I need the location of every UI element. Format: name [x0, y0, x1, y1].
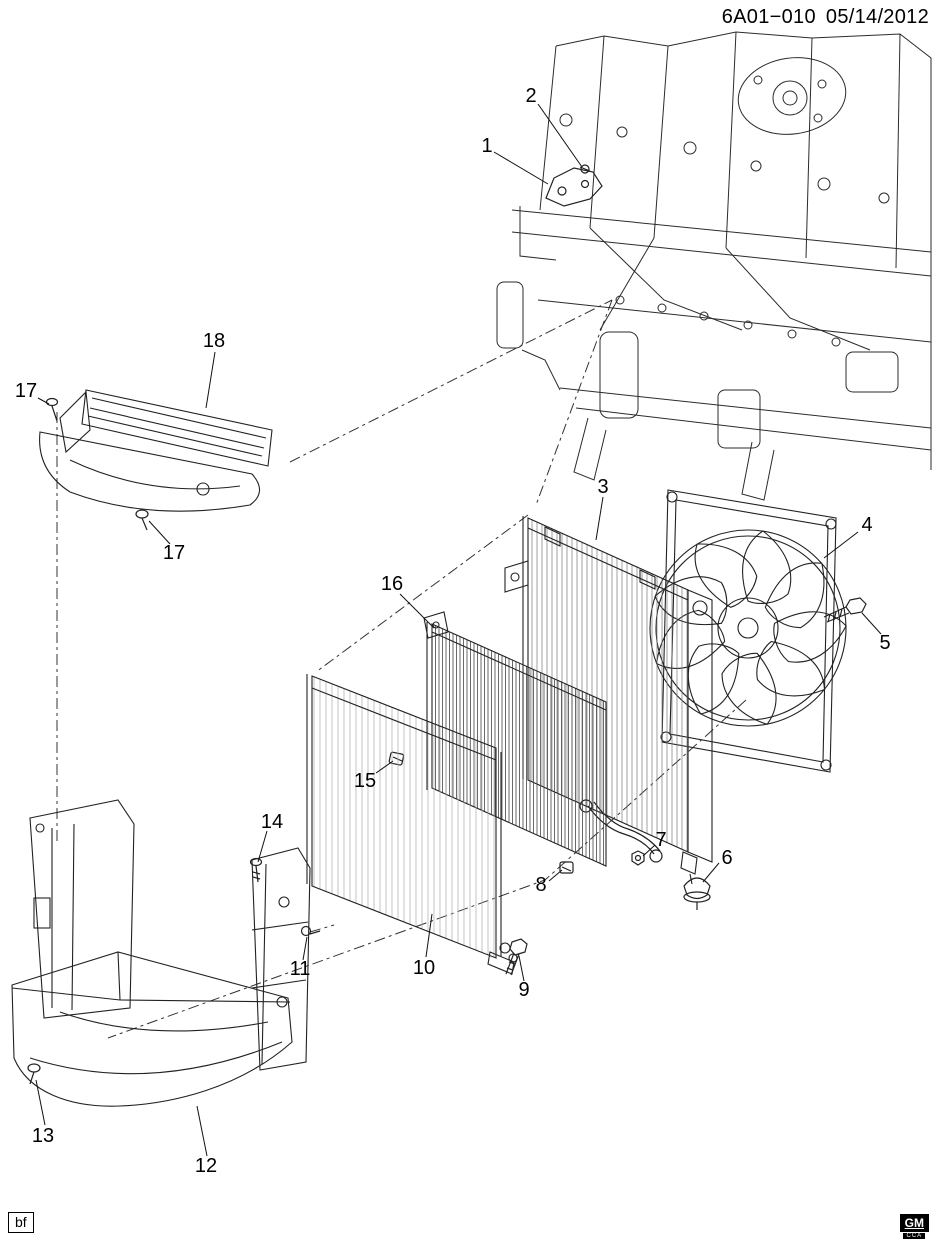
doc-header: 6A01−010 05/14/2012 [722, 6, 929, 29]
left-air-baffle [29, 799, 135, 1019]
callout-17: 17 [14, 380, 38, 402]
screw-part-14 [249, 857, 263, 883]
callout-10: 10 [412, 957, 436, 979]
screw-part-17-upper [45, 397, 59, 422]
callout-14: 14 [260, 811, 284, 833]
callout-11: 11 [289, 958, 311, 980]
callout-18: 18 [202, 330, 226, 352]
page-tag: bf [8, 1212, 34, 1233]
upper-baffle-part-18 [39, 389, 273, 512]
callout-3: 3 [597, 476, 609, 498]
callout-9: 9 [518, 979, 530, 1001]
condenser-part-10 [306, 674, 518, 975]
gm-logo: GM CCA [899, 1214, 929, 1239]
callout-12: 12 [194, 1155, 218, 1177]
callout-13: 13 [31, 1125, 55, 1147]
bolt-part-5 [823, 597, 867, 623]
callout-7: 7 [655, 829, 667, 851]
gm-logo-subtext: CCA [903, 1233, 926, 1239]
callout-8: 8 [535, 874, 547, 896]
nut-part-7 [631, 850, 645, 866]
callout-1: 1 [481, 135, 493, 157]
doc-date: 05/14/2012 [825, 6, 929, 28]
pushpin-part-13 [27, 1063, 41, 1085]
callout-15: 15 [353, 770, 377, 792]
pushpin-part-17-lower [135, 509, 149, 531]
lower-deflector-part-12 [11, 951, 293, 1107]
bracket-part-1-2 [545, 164, 603, 207]
callout-5: 5 [879, 632, 891, 654]
center-baffle-bracket [251, 847, 311, 1071]
doc-code: 6A01−010 [721, 6, 816, 28]
callout-17: 17 [162, 542, 186, 564]
grommet-part-6 [683, 877, 711, 910]
callout-16: 16 [380, 573, 404, 595]
pin-part-11 [300, 925, 321, 937]
clip-part-8 [559, 861, 574, 874]
callout-2: 2 [525, 85, 537, 107]
callout-4: 4 [861, 514, 873, 536]
leader-lines [35, 103, 882, 1157]
callout-6: 6 [721, 847, 733, 869]
chassis-structure [496, 31, 932, 501]
bolt-part-9 [505, 938, 528, 976]
gm-logo-text: GM [899, 1214, 929, 1232]
